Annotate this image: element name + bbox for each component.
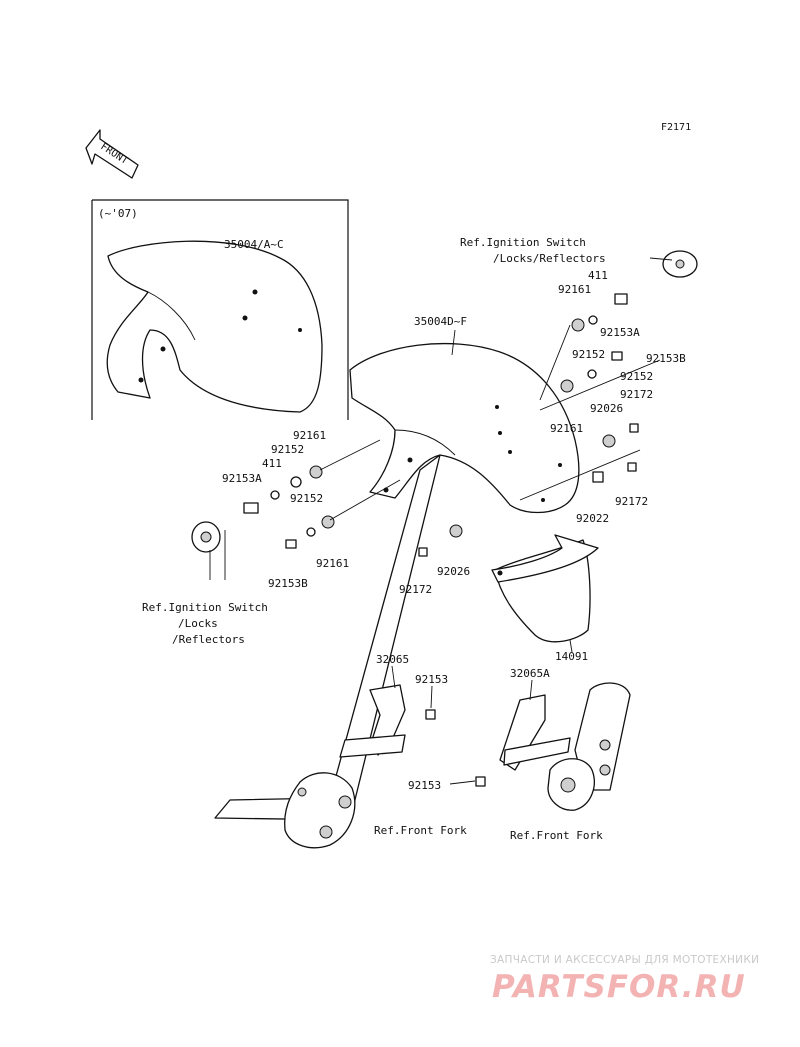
- label-bracket-32065: 32065: [376, 653, 409, 666]
- ignition-cap-right: [649, 250, 698, 278]
- label-center-92026: 92026: [437, 565, 470, 578]
- variant-note: (~'07): [98, 207, 138, 220]
- watermark-brand: PARTSFOR.RU: [492, 969, 746, 1005]
- ref-ignition-left-1: Ref.Ignition Switch: [142, 601, 268, 614]
- ref-front-fork-left: Ref.Front Fork: [374, 824, 467, 837]
- label-right-92022: 92022: [576, 512, 609, 525]
- right-hardware: [418, 293, 661, 557]
- label-right-92153A: 92153A: [600, 326, 640, 339]
- label-right-92172-a: 92172: [620, 388, 653, 401]
- label-fender-new: 35004D~F: [414, 315, 467, 328]
- left-fork-assembly: [284, 684, 436, 849]
- main-front-fender: [349, 342, 580, 514]
- label-right-92152-b: 92152: [620, 370, 653, 383]
- label-right-92152-a: 92152: [572, 348, 605, 361]
- figure-code: F2171: [661, 122, 691, 133]
- ignition-cap-left: [191, 521, 226, 580]
- label-left-92153A: 92153A: [222, 472, 262, 485]
- label-right-92172-b: 92172: [615, 495, 648, 508]
- variant-frame: [91, 199, 349, 420]
- ref-ignition-right-2: /Locks/Reflectors: [493, 252, 606, 265]
- label-left-92153B: 92153B: [268, 577, 308, 590]
- label-right-92026: 92026: [590, 402, 623, 415]
- label-right-92153B: 92153B: [646, 352, 686, 365]
- watermark-tagline: ЗАПЧАСТИ И АКСЕССУАРЫ ДЛЯ МОТОТЕХНИКИ: [490, 954, 759, 966]
- right-fork-assembly: [475, 682, 631, 811]
- label-left-92161-a: 92161: [293, 429, 326, 442]
- label-screw-bottom: 92153: [408, 779, 441, 792]
- label-left-92161-b: 92161: [316, 557, 349, 570]
- label-left-92152-a: 92152: [271, 443, 304, 456]
- label-right-411: 411: [588, 269, 608, 282]
- old-front-fender: [106, 240, 323, 413]
- label-screw-top: 92153: [415, 673, 448, 686]
- ref-ignition-left-3: /Reflectors: [172, 633, 245, 646]
- ref-ignition-right-1: Ref.Ignition Switch: [460, 236, 586, 249]
- label-fender-old: 35004/A~C: [224, 238, 284, 251]
- label-left-411: 411: [262, 457, 282, 470]
- label-center-92172: 92172: [399, 583, 432, 596]
- ref-ignition-left-2: /Locks: [178, 617, 218, 630]
- label-rear-fender: 14091: [555, 650, 588, 663]
- front-arrow-icon: FRONT: [85, 129, 139, 179]
- label-bracket-32065A: 32065A: [510, 667, 550, 680]
- label-right-92161-b: 92161: [550, 422, 583, 435]
- left-hardware: [243, 439, 401, 549]
- rear-fender-14091: [491, 534, 599, 643]
- label-right-92161-a: 92161: [558, 283, 591, 296]
- ref-front-fork-right: Ref.Front Fork: [510, 829, 603, 842]
- label-left-92152-b: 92152: [290, 492, 323, 505]
